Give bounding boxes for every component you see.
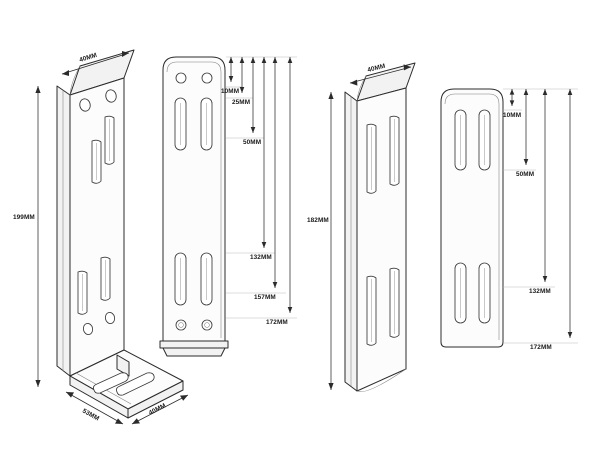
arrow-172mm-left-bottom [287,307,293,313]
hole-front-bottom-right-inner [204,322,210,328]
arrow-10mm-left-bottom [228,76,234,82]
view-flat-plate-front [440,88,504,348]
arrow-40mm-foot-end [180,395,188,401]
hole-iso-top-right [105,89,117,103]
arrow-50mm-left-top [250,57,256,63]
arrow-50mm-right-bottom [523,159,529,165]
hole-front-bottom-left [175,319,187,331]
hole-front-bottom-left-inner [178,322,184,328]
arrow-25mm-left-top [239,57,245,63]
slot-foot-outer [116,372,155,396]
arrow-53mm-start [66,392,74,398]
dim-line-40mm-foot [131,394,189,425]
dim-label-132mm-left: 132MM [250,254,272,261]
arrow-10mm-left-top [228,57,234,63]
front-foot-upper [159,340,229,349]
hole-front-top-left [175,72,187,84]
hole-iso-lower-left [82,323,94,335]
dimensions-right-group: 40MM 182MM 10MM 50MM 132MM 172MM [307,63,578,390]
dim-label-172mm-right: 172MM [530,344,552,351]
dim-label-10mm-left: 10MM [221,88,239,95]
arrow-40mm-left-end [122,51,129,57]
view-l-bracket-front [159,56,229,357]
arrow-182mm-bottom [328,383,334,390]
bracket-foot-side-thickness [127,380,184,419]
arrow-199mm-top [35,86,41,93]
arrow-172mm-right-top [567,89,573,95]
arrow-157mm-left-bottom [272,282,278,288]
dim-label-172mm-left: 172MM [266,319,288,326]
arrow-157mm-left-top [272,57,278,63]
arrow-182mm-top [328,92,334,99]
hole-front-bottom-right [201,319,213,331]
hole-iso-lower-right [104,312,116,324]
bracket-left-side-face [56,85,71,377]
arrow-10mm-right-top [509,89,515,95]
arrow-172mm-left-top [287,57,293,63]
dim-label-10mm-right: 10MM [503,112,521,119]
hole-front-top-right [201,72,213,84]
bracket-front-face [69,77,125,377]
dim-line-40mm-right [349,66,412,84]
dim-label-157mm-left: 157MM [254,294,276,301]
arrow-132mm-left-bottom [261,242,267,248]
arrow-25mm-left-bottom [239,87,245,93]
arrow-40mm-foot-start [132,418,140,424]
front-plate-body [162,56,226,342]
bracket-foot-riser [116,354,130,377]
view-l-bracket-isometric [56,49,184,419]
dim-label-50mm-right: 50MM [516,171,534,178]
arrow-10mm-right-bottom [509,100,515,106]
dim-label-25mm-left: 25MM [232,99,250,106]
dim-label-132mm-right: 132MM [529,288,551,295]
view-flat-plate-isometric [344,62,416,393]
arrow-132mm-left-top [261,57,267,63]
dim-label-182mm: 182MM [307,217,329,224]
slot-foot-inner [93,372,129,394]
plate-front-inner-offset [444,93,500,340]
arrow-40mm-right-start [350,79,358,86]
dimensions-left-group: 40MM 199MM 53MM 40MM 10MM 25MM [13,51,297,425]
arrow-40mm-left-start [62,70,69,76]
arrow-40mm-right-end [403,64,411,71]
dim-label-50mm-left: 50MM [243,139,261,146]
front-foot-lower [162,347,226,357]
dim-label-199mm: 199MM [13,214,35,221]
dim-label-40mm-right: 40MM [367,63,386,74]
dim-line-40mm-top-left [61,52,130,75]
arrow-53mm-end [115,418,123,424]
arrow-172mm-right-bottom [567,332,573,338]
arrow-199mm-bottom [35,380,41,387]
dim-line-53mm [65,391,124,425]
arrow-50mm-right-top [523,89,529,95]
plate-iso-corner-fillet [356,75,367,102]
hole-iso-top-left [79,98,91,112]
plate-front-body [440,88,504,348]
arrow-50mm-left-bottom [250,127,256,133]
arrow-132mm-right-bottom [542,276,548,282]
arrow-132mm-right-top [542,89,548,95]
front-plate-inner-offset [166,61,222,338]
plate-iso-bottom-fillet [356,368,407,393]
